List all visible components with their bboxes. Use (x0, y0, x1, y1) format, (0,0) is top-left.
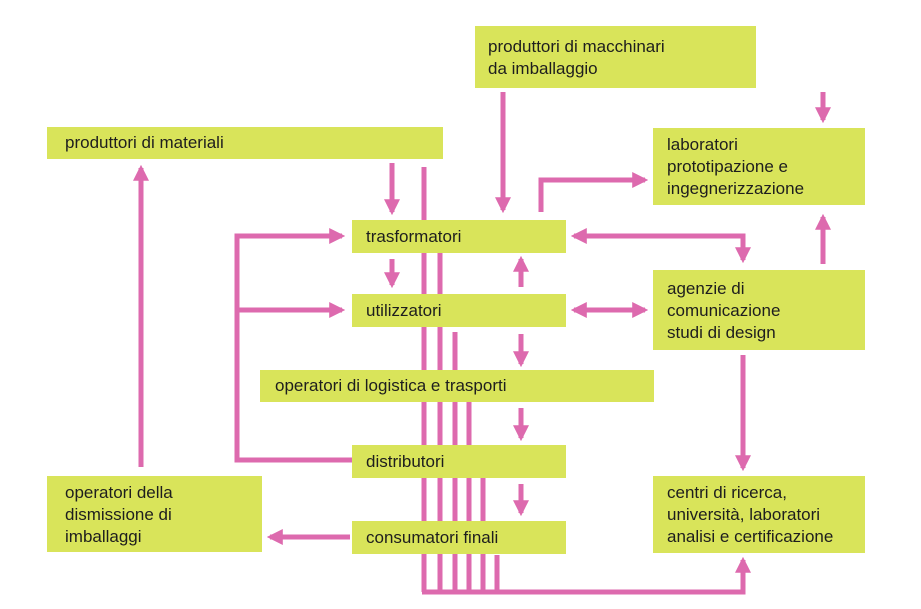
node-operatori-logistica: operatori di logistica e trasporti (260, 370, 654, 402)
node-produttori-materiali: produttori di materiali (47, 127, 443, 159)
node-agenzie: agenzie di comunicazione studi di design (653, 270, 865, 350)
node-label: analisi e certificazione (667, 527, 834, 546)
node-label: distributori (366, 452, 445, 471)
node-label: produttori di materiali (65, 133, 224, 152)
arrow-trasformatori-agenzie (570, 227, 752, 264)
node-label: da imballaggio (488, 59, 598, 78)
node-laboratori: laboratori prototipazione e ingegnerizza… (653, 128, 865, 205)
node-utilizzatori: utilizzatori (352, 294, 566, 327)
node-label: centri di ricerca, (667, 483, 787, 502)
node-distributori: distributori (352, 445, 566, 478)
node-label: consumatori finali (366, 528, 499, 547)
node-label: studi di design (667, 323, 776, 342)
node-label: ingegnerizzazione (667, 179, 805, 198)
node-operatori-dismissione: operatori della dismissione di imballagg… (47, 476, 262, 552)
node-label: operatori della (65, 483, 173, 502)
node-consumatori-finali: consumatori finali (352, 521, 566, 554)
node-label: operatori di logistica e trasporti (275, 376, 507, 395)
node-trasformatori: trasformatori (352, 220, 566, 253)
node-label: produttori di macchinari (488, 37, 665, 56)
node-produttori-macchinari: produttori di macchinari da imballaggio (475, 26, 756, 88)
arrow-bus-centri (422, 556, 752, 595)
node-label: università, laboratori (667, 505, 821, 524)
node-label: utilizzatori (366, 301, 442, 320)
node-label: comunicazione (667, 301, 781, 320)
node-label: laboratori (667, 135, 738, 154)
node-label: dismissione di (65, 505, 172, 524)
node-label: agenzie di (667, 279, 745, 298)
node-label: trasformatori (366, 227, 462, 246)
node-centri-ricerca: centri di ricerca, università, laborator… (653, 476, 865, 553)
arrow-loop-distributori-trasformatori (234, 227, 352, 463)
node-label: imballaggi (65, 527, 142, 546)
node-label: prototipazione e (667, 157, 788, 176)
arrow-trasformatori-laboratori (538, 171, 649, 212)
